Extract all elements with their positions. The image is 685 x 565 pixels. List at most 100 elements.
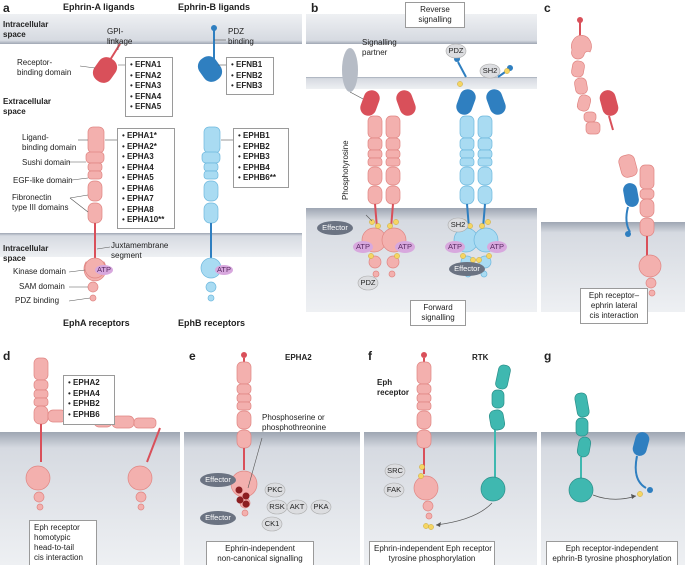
region-intracellular-bottom: Intracellular space [3, 244, 49, 263]
pdz-chip-bottom: PDZ [360, 278, 376, 287]
phosphoserine-dots-e [235, 486, 250, 508]
header-ephrin-b: Ephrin-B ligands [178, 2, 250, 12]
caption-e: Ephrin-independent non-canonical signall… [206, 541, 314, 565]
ephrin-b-ligand [197, 25, 223, 82]
efna-item: EFNA2 [130, 71, 168, 82]
chip-src: SRC [387, 466, 403, 475]
phospho-dots-f [418, 464, 434, 530]
ephb-item: EPHB6** [238, 173, 284, 184]
panel-label-e: e [189, 349, 196, 363]
atp-label-ephb: ATP [216, 265, 232, 274]
panel-label-f: f [368, 349, 372, 363]
panel-label-b: b [311, 1, 319, 15]
kinase-chip-pka: PKA [313, 502, 329, 511]
atp-chip-b3: ATP [447, 242, 463, 251]
chips-e [200, 473, 332, 532]
epha-item: EPHA2* [122, 142, 170, 153]
kinase-chip-ck1: CK1 [264, 519, 280, 528]
label-juxtamembrane: Juxtamembrane segment [111, 241, 169, 260]
atp-badges-a [95, 265, 233, 275]
epha-receptor-shape [83, 126, 107, 302]
caption-f-text: Ephrin-independent Eph receptor tyrosine… [374, 544, 492, 563]
efna-item: EFNA4 [130, 92, 168, 103]
efna-item: EFNA3 [130, 81, 168, 92]
leader-e [247, 437, 263, 489]
efna-list-box: EFNA1 EFNA2 EFNA3 EFNA4 EFNA5 [125, 57, 173, 117]
caption-e-text: Ephrin-independent non-canonical signall… [217, 544, 303, 563]
epha-item: EPHA7 [122, 194, 170, 205]
efnb-item: EFNB1 [231, 60, 269, 71]
phosphotyrosine-dots-b [368, 68, 510, 263]
leader-lines-a [68, 39, 233, 302]
panel-d-item: EPHA4 [68, 389, 110, 400]
label-sushi: Sushi domain [22, 158, 71, 167]
region-intracellular-top: Intracellular space [3, 20, 49, 39]
kinase-chip-pkc: PKC [267, 485, 283, 494]
panel-label-d: d [3, 349, 11, 363]
chips-f [383, 463, 406, 498]
reverse-signalling-box: Reverse signalling [405, 2, 465, 28]
label-fibronectin: Fibronectin type III domains [12, 193, 69, 212]
ephrin-a-dimer-b [360, 90, 416, 116]
label-egf: EGF-like domain [13, 176, 73, 185]
atp-chip-b1: ATP [355, 242, 371, 251]
caption-g: Eph receptor-independent ephrin-B tyrosi… [546, 541, 678, 565]
pdz-chip-top: PDZ [448, 46, 464, 55]
epha-list-box: EPHA1* EPHA2* EPHA3 EPHA4 EPHA5 EPHA6 EP… [117, 128, 175, 229]
effector-chip-right: Effector [454, 264, 480, 273]
forward-signalling-box: Forward signalling [410, 300, 466, 326]
efna-item: EFNA1 [130, 60, 168, 71]
label-pdz-binding-top: PDZ binding [228, 27, 254, 46]
epha-item: EPHA10** [122, 215, 170, 226]
panel-label-g: g [544, 349, 552, 363]
kinase-chip-rsk: RSK [269, 502, 285, 511]
label-eph-receptor-f: Eph receptor [377, 378, 410, 397]
label-epha-receptors: EphA receptors [63, 318, 130, 328]
epha-item: EPHA3 [122, 152, 170, 163]
ephb-item: EPHB1 [238, 131, 284, 142]
epha-item: EPHA6 [122, 184, 170, 195]
label-signalling-partner: Signalling partner [362, 38, 397, 57]
epha-item: EPHA8 [122, 205, 170, 216]
epha-item: EPHA5 [122, 173, 170, 184]
eph-receptor-c-top [571, 34, 601, 135]
ephb-item: EPHB2 [238, 142, 284, 153]
epha2-e [230, 352, 258, 517]
panel-d-list-box: EPHA2 EPHA4 EPHB2 EPHB6 [63, 375, 115, 425]
ephrin-b-g [632, 432, 653, 493]
efnb-list-box: EFNB1 EFNB2 EFNB3 [226, 57, 274, 95]
panel-label-a: a [3, 1, 10, 15]
effector-chip-e2: Effector [205, 513, 231, 522]
label-phospho: Phosphoserine or phosphothreonine [262, 413, 327, 432]
effector-chip-e1: Effector [205, 475, 231, 484]
phosphotyrosine-leader [365, 214, 373, 222]
label-gpi-linkage: GPI- linkage [107, 27, 133, 46]
ephrin-a-ligand [92, 43, 121, 83]
ephrin-b-c [623, 183, 639, 237]
panel-d-item: EPHB6 [68, 410, 110, 421]
panel-d-item: EPHB2 [68, 399, 110, 410]
epha-item: EPHA1* [122, 131, 170, 142]
reverse-signalling-text: Reverse signalling [418, 5, 452, 24]
chip-fak: FAK [386, 485, 402, 494]
ephb-item: EPHB4 [238, 163, 284, 174]
region-extracellular: Extracellular space [3, 97, 52, 116]
kinase-chip-akt: AKT [289, 502, 305, 511]
membranes-top-row [0, 14, 685, 312]
label-kinase: Kinase domain [13, 267, 66, 276]
caption-d-text: Eph receptor homotypic head-to-tail cis … [34, 523, 83, 562]
eph-receptor-f [413, 352, 439, 520]
sh2-chip-top: SH2 [482, 66, 498, 75]
forward-signalling-text: Forward signalling [421, 303, 455, 322]
label-phosphotyrosine: Phosphotyrosine [341, 140, 350, 200]
rtk-f [480, 364, 511, 502]
phospho-arrow-f [435, 502, 493, 526]
atp-label-epha: ATP [96, 265, 112, 274]
caption-c: Eph receptor– ephrin lateral cis interac… [580, 288, 648, 324]
ephb-receptor-shape [200, 126, 222, 302]
epha-item: EPHA4 [122, 163, 170, 174]
efnb-item: EFNB3 [231, 81, 269, 92]
label-ephb-receptors: EphB receptors [178, 318, 246, 328]
